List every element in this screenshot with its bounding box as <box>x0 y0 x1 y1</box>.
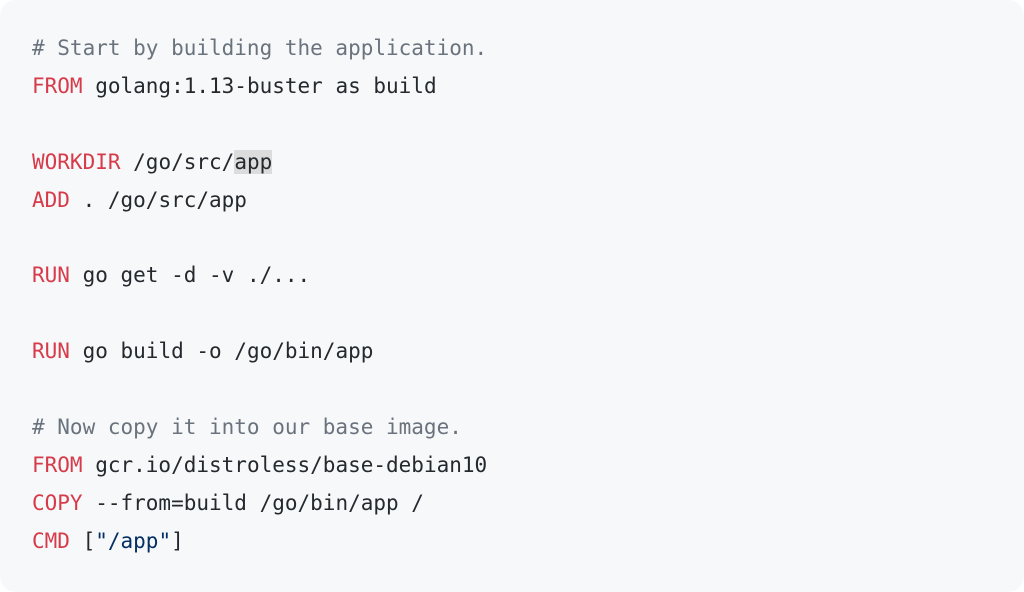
comment-token: # Start by building the application. <box>32 36 488 60</box>
code-text: ] <box>171 528 184 553</box>
keyword-token: COPY <box>32 490 83 515</box>
code-text: /go/src/ <box>120 149 235 174</box>
blank-line <box>32 219 992 257</box>
keyword-token: RUN <box>32 339 70 364</box>
keyword-token: WORKDIR <box>32 149 121 174</box>
code-text: [ <box>69 528 96 553</box>
keyword-token: FROM <box>32 452 83 477</box>
code-line: # Start by building the application. <box>32 30 992 68</box>
blank-line <box>32 371 992 409</box>
code-text: golang:1.13-buster as build <box>82 73 437 98</box>
keyword-token: ADD <box>32 187 70 212</box>
code-line: CMD ["/app"] <box>32 523 992 561</box>
code-line: COPY --from=build /go/bin/app / <box>32 485 992 523</box>
comment-token: # Now copy it into our base image. <box>32 414 462 439</box>
code-line: RUN go get -d -v ./... <box>32 257 992 295</box>
selected-text: app <box>234 149 273 174</box>
keyword-token: RUN <box>32 263 70 288</box>
blank-line <box>32 106 992 144</box>
code-text: --from=build /go/bin/app / <box>82 490 424 515</box>
code-text: go build -o /go/bin/app <box>69 339 374 364</box>
code-line: RUN go build -o /go/bin/app <box>32 333 992 371</box>
code-line: WORKDIR /go/src/app <box>32 144 992 182</box>
keyword-token: FROM <box>32 73 83 98</box>
code-line: ADD . /go/src/app <box>32 182 992 220</box>
string-token: "/app" <box>95 528 172 553</box>
code-line: # Now copy it into our base image. <box>32 409 992 447</box>
blank-line <box>32 295 992 333</box>
code-text: gcr.io/distroless/base-debian10 <box>82 452 488 477</box>
keyword-token: CMD <box>32 528 70 553</box>
code-line: FROM golang:1.13-buster as build <box>32 68 992 106</box>
code-text: . /go/src/app <box>69 187 247 212</box>
code-text: go get -d -v ./... <box>69 263 311 288</box>
code-line: FROM gcr.io/distroless/base-debian10 <box>32 447 992 485</box>
